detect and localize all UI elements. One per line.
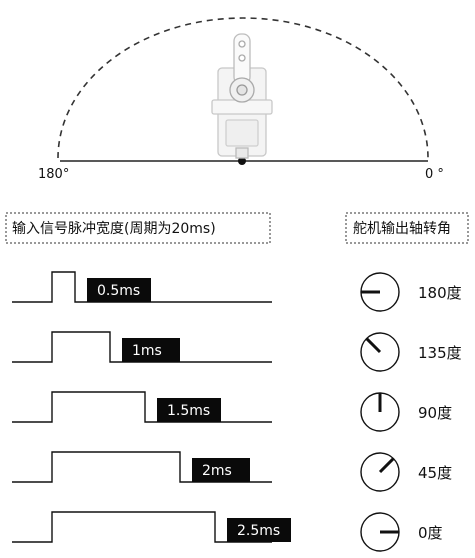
arc-left-label: 180° — [38, 167, 69, 182]
pulse-width-label: 2.5ms — [237, 523, 280, 539]
output-header-text: 舵机输出轴转角 — [353, 221, 451, 237]
angle-label: 135度 — [418, 344, 462, 362]
output-header-box — [345, 212, 469, 244]
pulse-width-tag — [227, 518, 291, 542]
signal-header-box — [5, 212, 271, 244]
pivot-dot — [238, 157, 246, 165]
pulse-width-tag — [192, 458, 250, 482]
pulse-waveform — [12, 511, 272, 543]
angle-label: 45度 — [418, 464, 452, 482]
angle-needle — [365, 337, 382, 354]
pulse-width-tag — [122, 338, 180, 362]
pulse-waveform — [12, 391, 272, 423]
pulse-width-label: 1ms — [132, 343, 162, 359]
pulse-width-label: 1.5ms — [167, 403, 210, 419]
pulse-width-tag — [157, 398, 221, 422]
angle-needle — [378, 457, 395, 474]
signal-row: 2.5ms 0度 — [12, 511, 443, 552]
rotation-arc — [57, 17, 429, 159]
pulse-width-label: 0.5ms — [97, 283, 140, 299]
angle-label: 0度 — [418, 524, 443, 542]
arc-right-label: 0 ° — [425, 167, 444, 182]
rows-layer: 0.5ms 180度 1ms 135度 1.5ms 90度 2ms 45度 2.5ms 0度 — [12, 271, 462, 552]
servo-motor-image — [211, 33, 273, 159]
signal-row: 0.5ms 180度 — [12, 271, 462, 312]
pulse-width-tag — [87, 278, 151, 302]
signal-row: 1.5ms 90度 — [12, 391, 452, 432]
angle-label: 90度 — [418, 404, 452, 422]
signal-row: 1ms 135度 — [12, 331, 462, 372]
signal-header-text: 输入信号脉冲宽度(周期为20ms) — [12, 220, 216, 237]
angle-label: 180度 — [418, 284, 462, 302]
pulse-width-label: 2ms — [202, 463, 232, 479]
signal-row: 2ms 45度 — [12, 451, 452, 492]
